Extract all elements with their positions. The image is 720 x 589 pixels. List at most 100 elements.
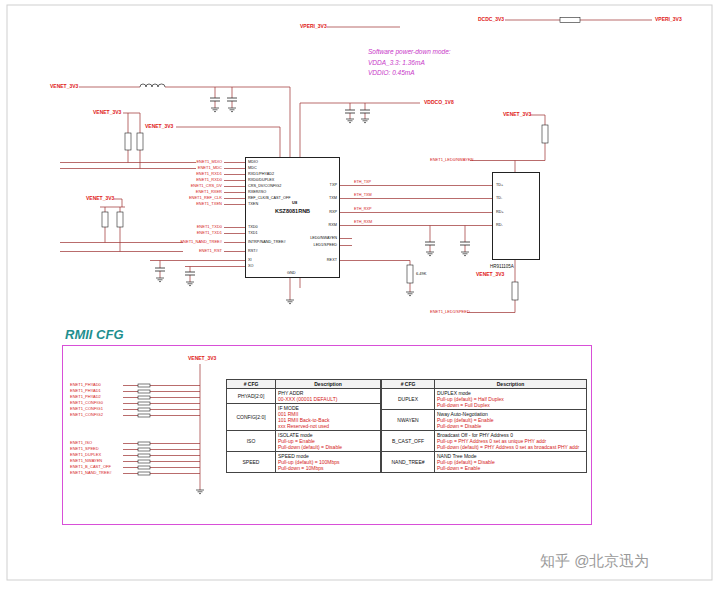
table-row: NAND_TREE#NAND Tree ModePull-up (default… [382,452,587,473]
net-label: ENET1_MDIO [196,160,222,165]
table-header-cell: # CFG [227,380,276,389]
net-label: ENET1_NAND_TREE# [180,240,222,245]
pin-name: RXM [329,223,337,227]
resistor-symbol [407,265,413,283]
net-label: ETH_RXP [354,207,372,211]
table-cell-text: CONFIG[2:0] [229,414,273,420]
table-row: # CFGDescription [227,380,381,389]
table-cell-text: DUPLEX [384,396,432,402]
table-cell-text: Pull-up = Enable [278,438,378,444]
net-label: ENET1_B_CAST_OFF [70,465,111,470]
table-header-cell: Description [276,380,381,389]
resistor-symbol [138,402,150,405]
ground-symbol [286,300,294,304]
net-label: ENET1_NWAYEN [70,459,102,464]
table-cell-text: Description [437,381,584,387]
power-flag: DCDC_3V3 [478,17,504,23]
resistor-symbol [138,414,150,417]
part-number: HR911105A [490,264,514,269]
wire [290,278,300,300]
signal-wire [340,185,492,186]
net-label: ENET1_ISO [70,441,92,446]
table-cell: DUPLEX modePull-up (default) = Half Dupl… [435,389,587,410]
net-label: ENET1_CONFIG2 [70,413,103,418]
table-cell-text: Pull-down = Enable [437,465,584,471]
wire [340,261,410,293]
panel-heading: RMII CFG [65,328,124,343]
net-label: ENET1_RXER [196,190,222,195]
wire [215,87,232,108]
net-label: ENET1_RXD1 [196,172,222,177]
resistor-symbol [542,125,548,143]
pin-name: TXD0 [248,225,258,229]
power-flag: VENET_3V3 [50,84,78,90]
config-table: # CFGDescriptionPHYAD[2:0]PHY ADDR00-XXX… [226,379,381,473]
net-label: ENET1_SPEED [70,447,99,452]
ref-designator: U8 [292,201,297,206]
table-cell-text: Pull-up (default) = Enable [437,417,584,423]
pin-name: GND [287,271,295,275]
table-cell-text: ISOLATE mode [278,432,378,438]
table-cell-text: B_CAST_OFF [384,438,432,444]
table-cell-text: xxx Reserved-not used [278,423,378,429]
wire [327,27,400,28]
pin-name: MDC [248,166,257,170]
capacitor-symbol [210,98,237,101]
resistor-symbol [138,396,150,399]
table-cell-text: Pull-up (default) = Disable [437,459,584,465]
capacitor-symbol [155,268,195,275]
wire [300,103,420,157]
net-label: ENET1_LED1/SPEED [430,310,470,315]
ground-symbol [461,252,469,256]
note-text: VDDA_3.3: 1.36mA [368,59,425,66]
net-label: ENET1_REF_CLK [189,196,222,201]
power-flag: VDDCO_1V8 [424,100,454,106]
table-cell: SPEED modePull-up (default) = 100MbpsPul… [276,452,381,473]
capacitor-symbol [345,110,370,113]
table-row: PHYAD[2:0]PHY ADDR00-XXX (00001 DEFAULT) [227,389,381,404]
table-cell: Broadcast Off - for PHY Address 0Pull-up… [435,431,587,452]
power-flag: VENET_3V3 [145,124,173,130]
ground-symbol [156,278,164,282]
net-label: ENET1_TXD0 [197,225,222,230]
table-cell-text: SPEED [229,459,273,465]
wire [176,127,280,157]
wire [224,163,245,252]
pin-name: MDIO [248,160,258,164]
resistor-symbol [138,442,150,445]
pin-name: TXD1 [248,231,258,235]
table-row: # CFGDescription [382,380,587,389]
table-cell: B_CAST_OFF [382,431,435,452]
net-label: ENET1_TXEN [196,202,222,207]
page-frame [7,5,712,580]
wire [467,260,515,313]
table-cell-text: Pull-up = PHY Address 0 set as unique PH… [437,438,584,444]
pin-name: TXM [329,196,337,200]
table-cell-text: NAND Tree Mode [437,453,584,459]
ground-symbol [426,252,434,256]
pin-name: TD- [496,196,502,200]
signal-wire [340,225,492,226]
table-cell: ISO [227,431,276,452]
net-label: ENET1_TXD1 [197,231,222,236]
ground-symbol [186,282,194,286]
resistor-symbol [138,390,150,393]
net-label: ENET1_RST [199,249,222,254]
table-cell-text: SPEED mode [278,453,378,459]
ground-symbol [406,292,414,296]
resistor-symbol [102,212,108,227]
table-cell-text: Pull-down = Full Duplex [437,402,584,408]
table-cell-text: PHY ADDR [278,390,378,396]
ground-symbol [346,119,354,123]
net-label: ENET1_PHYAD2 [70,395,101,400]
table-cell: PHYAD[2:0] [227,389,276,404]
ground-symbol [211,108,219,112]
resistor-symbol [138,460,150,463]
note-text: Software power-down mode: [368,48,451,55]
table-row: SPEEDSPEED modePull-up (default) = 100Mb… [227,452,381,473]
signal-wire [340,198,492,199]
pin-name: INTRP/NAND_TREE# [248,240,286,244]
pin-name: RXD1/PHYAD2 [248,172,274,176]
table-cell-text: Pull-down (default) = PHY Address 0 set … [437,444,584,450]
